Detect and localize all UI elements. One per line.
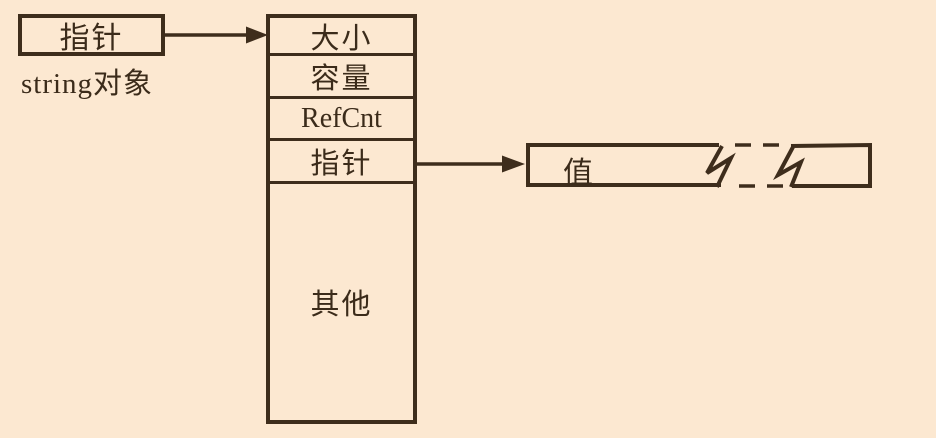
rep-block: 大小 容量 RefCnt 指针 其他: [266, 14, 417, 424]
cell-capacity: 容量: [270, 56, 413, 99]
value-box-left-segment: [526, 143, 721, 187]
cell-other-label: 其他: [310, 289, 373, 321]
cell-other: 其他: [270, 184, 413, 420]
break-mark-left-icon: [705, 145, 736, 188]
value-box-right-segment: [790, 142, 872, 188]
cell-capacity-label: 容量: [310, 63, 373, 95]
cell-pointer-label: 指针: [310, 148, 373, 180]
string-object-caption: string对象: [21, 68, 154, 100]
string-object-pointer-label: 指针: [59, 22, 124, 55]
cell-size-label: 大小: [310, 22, 373, 55]
break-mark-right-icon: [772, 146, 805, 188]
cell-refcnt-label: RefCnt: [301, 102, 382, 134]
cell-refcnt: RefCnt: [270, 99, 413, 141]
arrow-string-to-rep-icon: [165, 26, 268, 44]
cell-pointer: 指针: [270, 141, 413, 184]
value-box: [526, 142, 872, 188]
cell-size: 大小: [270, 18, 413, 56]
value-label: 值: [563, 157, 593, 190]
arrow-rep-to-value-icon: [417, 155, 525, 173]
string-object-pointer-box: 指针: [18, 14, 165, 56]
